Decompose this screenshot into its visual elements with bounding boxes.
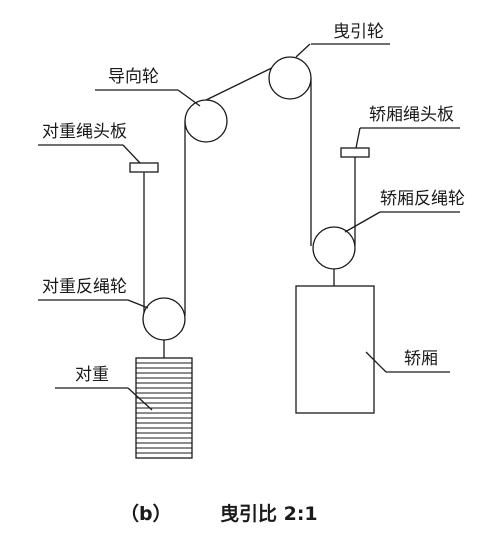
leader-car-tip — [365, 351, 387, 373]
caption-title: 曳引比 2:1 — [220, 503, 318, 525]
cw-hitch-plate — [129, 162, 159, 173]
cw-diverter-sheave — [142, 297, 186, 341]
label-counterweight: 对重 — [75, 365, 109, 385]
label-traction-sheave: 曳引轮 — [333, 22, 384, 42]
guide-sheave — [184, 99, 228, 143]
label-cw-diverter-sheave: 对重反绳轮 — [42, 277, 127, 297]
car-body — [295, 285, 375, 414]
leader-car-sheave-tip — [344, 211, 381, 233]
traction-sheave — [268, 56, 312, 100]
label-cw-hitch-plate: 对重绳头板 — [42, 122, 127, 142]
leader-counterweight-tip — [127, 387, 153, 411]
car-hitch-plate — [340, 147, 370, 158]
leader-cw-hitch-tip — [122, 144, 141, 164]
counterweight-plates — [136, 362, 192, 454]
leader-traction-tip — [295, 43, 311, 58]
guide-to-traction-rope — [199, 61, 285, 104]
leader-guide-tip — [177, 89, 201, 107]
label-car-diverter-sheave: 轿厢反绳轮 — [380, 189, 465, 209]
label-car-hitch-plate: 轿厢绳头板 — [369, 105, 454, 125]
car-diverter-sheave — [312, 226, 356, 270]
label-guide-sheave: 导向轮 — [108, 67, 159, 87]
leader-cw-sheave-tip — [127, 299, 149, 309]
label-car: 轿厢 — [404, 349, 438, 369]
leader-car-hitch-tip — [355, 127, 361, 149]
caption-panel: （b） — [120, 502, 172, 525]
